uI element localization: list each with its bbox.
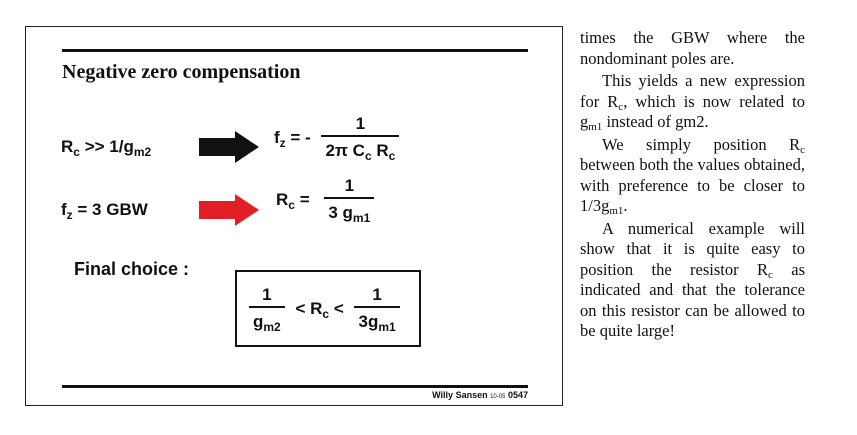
row2-condition: fz = 3 GBW (61, 200, 148, 222)
paragraph-4: A numerical example will show that it is… (580, 218, 805, 341)
bottom-rule (62, 385, 528, 388)
row2-resistor-formula: Rc = 1 3 gm1 (276, 177, 375, 224)
final-choice-box: 1 gm2 < Rc < 1 3gm1 (235, 270, 421, 347)
final-inequality: 1 gm2 < Rc < 1 3gm1 (249, 286, 400, 333)
body-text: times the GBW where the nondominant pole… (580, 28, 805, 342)
black-arrow-icon (199, 131, 259, 163)
slide-footer: Willy Sansen 10-05 0547 (432, 390, 528, 400)
row1-condition: Rc >> 1/gm2 (61, 137, 152, 159)
top-rule (62, 49, 528, 52)
slide-title: Negative zero compensation (62, 61, 301, 83)
row1-zero-formula: fz = - 1 2π Cc Rc (274, 115, 400, 162)
paragraph-3: We simply position Rc between both the v… (580, 134, 805, 217)
final-choice-label: Final choice : (74, 259, 190, 279)
paragraph-2: This yields a new expression for Rc, whi… (580, 71, 805, 133)
red-arrow-icon (199, 194, 259, 226)
slide-frame: Negative zero compensation Rc >> 1/gm2 f… (25, 26, 563, 406)
paragraph-1: times the GBW where the nondominant pole… (580, 28, 805, 68)
